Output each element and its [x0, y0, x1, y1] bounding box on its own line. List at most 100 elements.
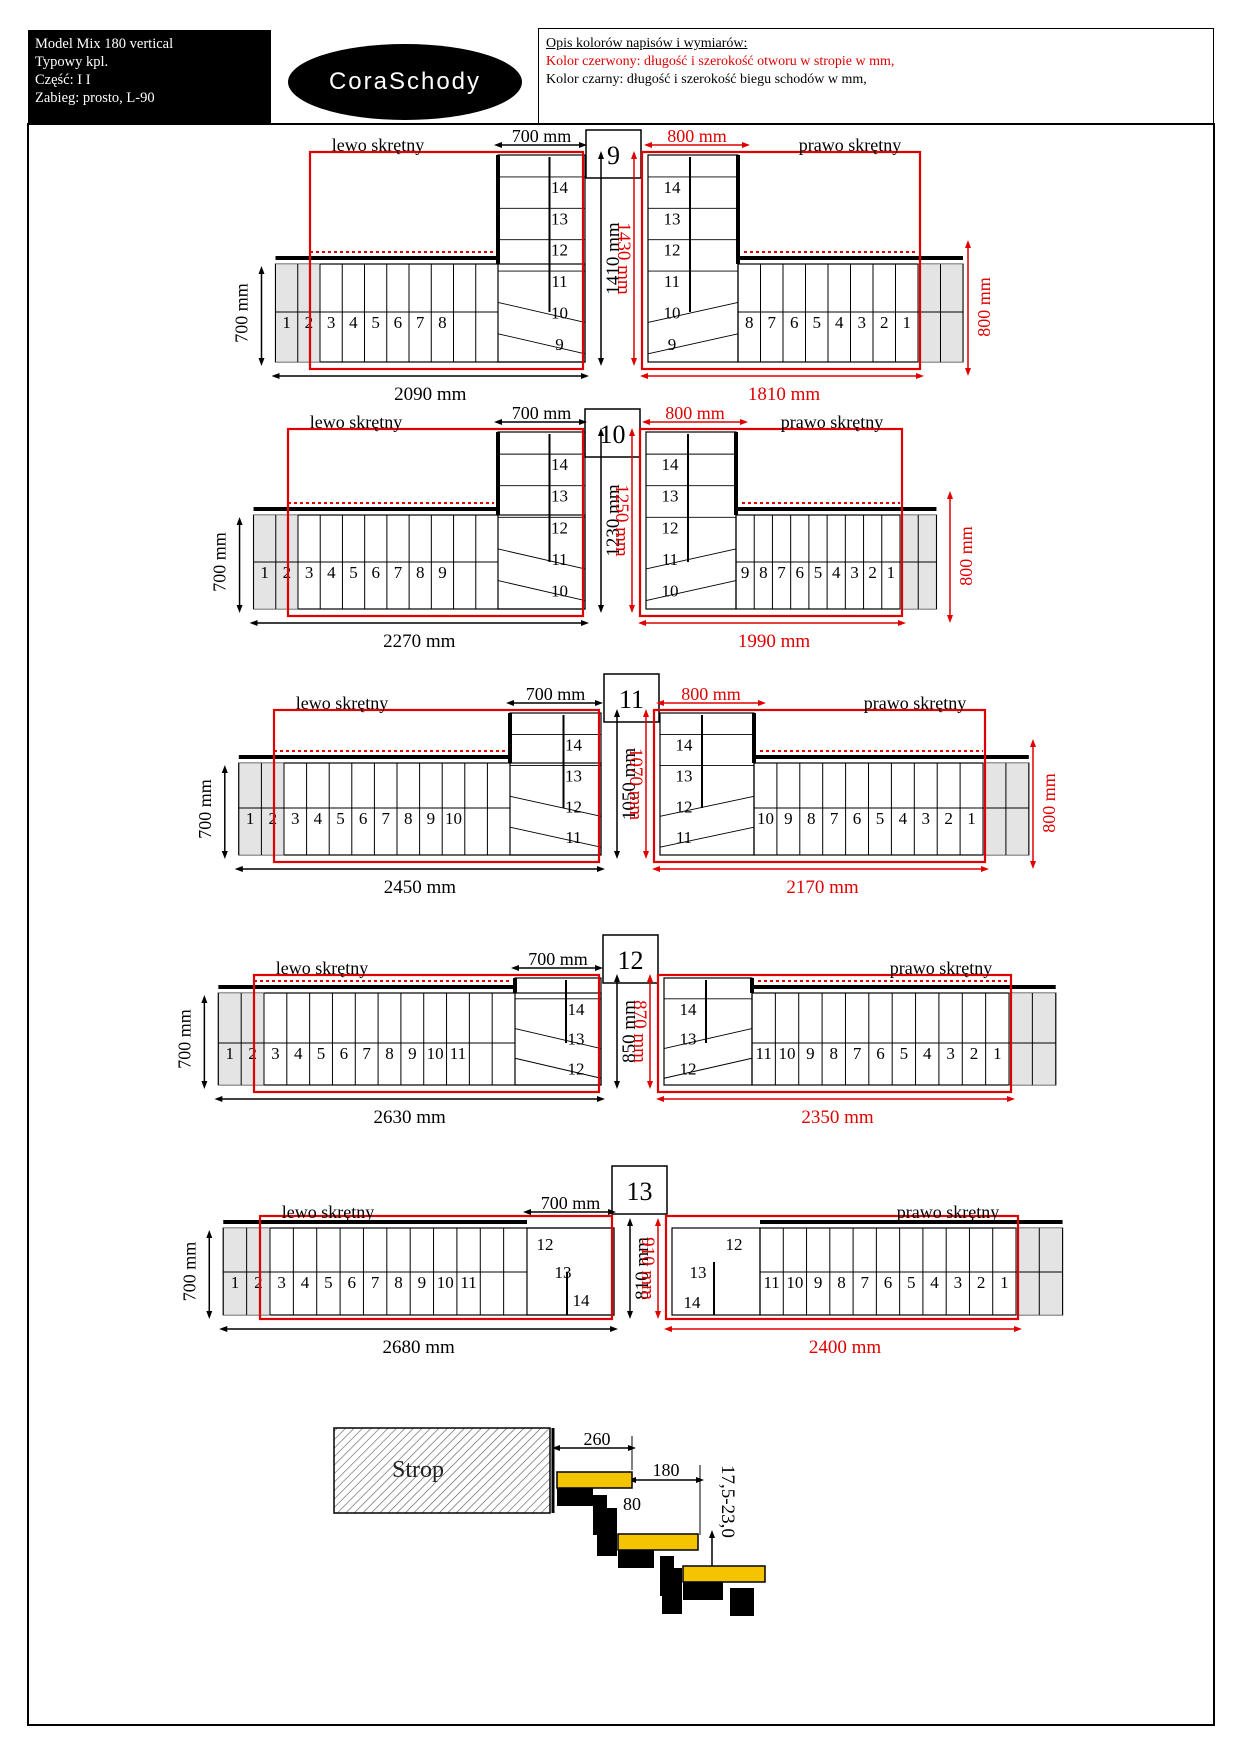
- left-step-number: 8: [404, 809, 413, 828]
- right-winder-line: [645, 548, 737, 570]
- left-run-outline: [274, 263, 586, 363]
- left-step-number: 7: [394, 563, 403, 582]
- left-step-number: 9: [427, 809, 436, 828]
- config-number-box: [603, 673, 660, 723]
- left-winder-number: 12: [551, 518, 568, 537]
- left-step-number: 7: [371, 1273, 380, 1292]
- right-step-number: 4: [832, 563, 841, 582]
- left-step-number: 3: [327, 313, 336, 332]
- header-info-box: Model Mix 180 vertical Typowy kpl. Część…: [28, 30, 271, 123]
- left-width-label: 700 mm: [512, 403, 572, 423]
- left-winder-number: 14: [551, 178, 569, 197]
- right-length-label: 1810 mm: [748, 384, 821, 405]
- left-winder-number: 13: [565, 766, 582, 785]
- left-winder-number: 13: [555, 1263, 572, 1282]
- left-winder-line: [497, 580, 586, 601]
- left-width-label: 700 mm: [541, 1193, 601, 1213]
- left-length-label: 2090 mm: [394, 384, 467, 405]
- left-step-number: 7: [416, 313, 425, 332]
- right-winder-line: [647, 301, 739, 323]
- right-step-number: 8: [759, 563, 768, 582]
- right-hole-outline: [638, 427, 904, 618]
- left-winder-number: 14: [565, 736, 583, 755]
- left-step-number: 8: [416, 563, 425, 582]
- right-label: prawo skrętny: [781, 412, 883, 432]
- left-side-label: 700 mm: [232, 283, 252, 343]
- right-step-number: 1: [967, 809, 976, 828]
- strop-slab: [333, 1427, 551, 1514]
- right-step-number: 3: [850, 563, 859, 582]
- right-hole-outline: [652, 708, 987, 864]
- right-winder-line: [663, 1028, 753, 1049]
- right-winder-line: [647, 333, 739, 355]
- right-winder-number: 10: [662, 582, 679, 601]
- left-step-number: 6: [394, 313, 403, 332]
- right-step-number: 6: [790, 313, 799, 332]
- right-step-number: 3: [858, 313, 867, 332]
- left-run-height-label: 850 mm: [619, 1000, 640, 1063]
- left-step-number: 8: [438, 313, 447, 332]
- right-winder-number: 13: [662, 487, 679, 506]
- right-winder-outline: [659, 712, 755, 856]
- left-winder-line: [497, 548, 586, 570]
- right-step-number: 2: [880, 313, 889, 332]
- left-label: lewo skrętny: [332, 135, 424, 155]
- left-run-height-label: 810 mm: [632, 1237, 653, 1300]
- left-step-number: 11: [460, 1273, 476, 1292]
- left-winder-outline: [526, 1227, 615, 1316]
- left-step-number: 1: [282, 313, 291, 332]
- right-step-number: 2: [944, 809, 953, 828]
- right-step-number: 10: [786, 1273, 803, 1292]
- tread-3: [682, 1565, 766, 1616]
- left-winder-number: 13: [568, 1030, 585, 1049]
- right-winder-outline: [645, 431, 737, 610]
- dim-rise-label: 17,5-23,0: [717, 1465, 738, 1538]
- config-number: 9: [607, 141, 620, 170]
- left-side-label: 700 mm: [195, 779, 215, 839]
- left-step-number: 10: [445, 809, 462, 828]
- right-winder-outline: [647, 154, 739, 363]
- left-winder-line: [497, 333, 586, 355]
- left-winder-number: 13: [551, 487, 568, 506]
- right-winder-number: 14: [684, 1293, 702, 1312]
- right-step-number: 2: [970, 1044, 979, 1063]
- right-hole-height-label: 1070 mm: [625, 748, 646, 821]
- left-winder-number: 14: [573, 1291, 591, 1310]
- left-step-number: 3: [305, 563, 314, 582]
- right-hole-height-label: 870 mm: [629, 1000, 650, 1063]
- left-step-number: 5: [349, 563, 358, 582]
- right-step-number: 6: [876, 1044, 885, 1063]
- right-step-number: 7: [853, 1044, 862, 1063]
- right-step-number: 9: [784, 809, 793, 828]
- left-winder-line: [514, 1057, 602, 1079]
- left-run-height-label: 1050 mm: [619, 748, 640, 821]
- right-step-number: 5: [876, 809, 885, 828]
- left-winder-number: 10: [551, 582, 568, 601]
- left-winder-number: 12: [537, 1235, 554, 1254]
- right-step-number: 4: [835, 313, 844, 332]
- left-step-number: 10: [437, 1273, 454, 1292]
- right-step-number: 3: [954, 1273, 963, 1292]
- right-step-number: 9: [806, 1044, 815, 1063]
- right-hole-side-label: 800 mm: [974, 277, 994, 337]
- right-hole-outline: [664, 1214, 1020, 1321]
- tread-1: [556, 1471, 633, 1556]
- right-step-number: 3: [946, 1044, 955, 1063]
- config-number: 11: [619, 685, 644, 714]
- right-step-number: 8: [830, 1044, 839, 1063]
- left-step-number: 5: [317, 1044, 326, 1063]
- right-step-number: 10: [757, 809, 774, 828]
- left-winder-number: 13: [551, 209, 568, 228]
- left-hole-outline: [308, 150, 585, 371]
- header-type: Typowy kpl.: [35, 54, 109, 70]
- right-step-number: 4: [923, 1044, 932, 1063]
- right-label: prawo skrętny: [897, 1202, 999, 1222]
